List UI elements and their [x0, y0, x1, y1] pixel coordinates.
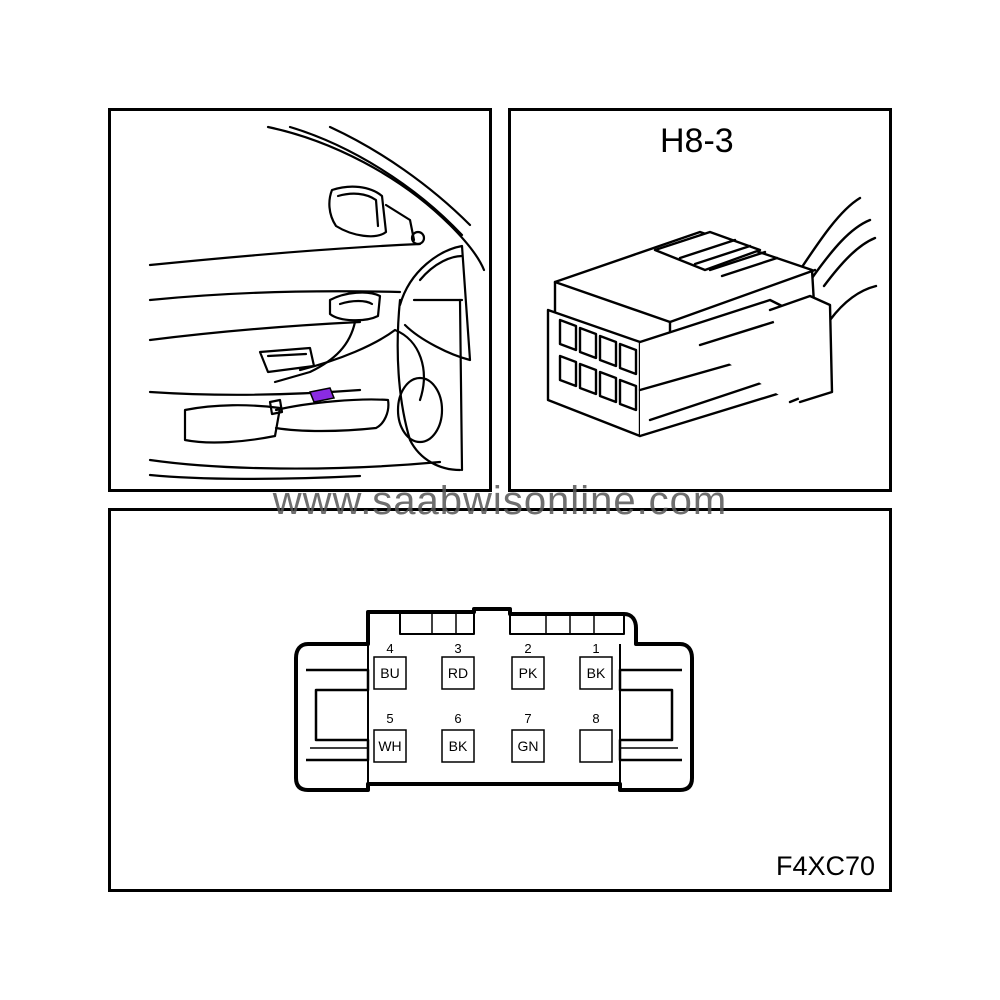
pin-6: 6BK — [441, 711, 475, 763]
connector-title: H8-3 — [660, 122, 734, 160]
pin-wire-color: BU — [380, 665, 399, 681]
pin-2: 2PK — [511, 641, 545, 690]
pin-3: 3RD — [441, 641, 475, 690]
pin-wire-color: PK — [519, 665, 538, 681]
pin-cavity — [441, 656, 475, 690]
pin-number: 7 — [524, 711, 531, 726]
pin-5: 5WH — [373, 711, 407, 763]
pin-cavity — [441, 729, 475, 763]
pin-number: 4 — [386, 641, 393, 656]
pin-cavity — [579, 729, 613, 763]
pin-wire-color: GN — [518, 738, 539, 754]
watermark: www.saabwisonline.com — [272, 479, 728, 523]
pin-wire-color: RD — [448, 665, 468, 681]
pin-7: 7GN — [511, 711, 545, 763]
pin-number: 6 — [454, 711, 461, 726]
pin-number: 8 — [592, 711, 599, 726]
pin-1: 1BK — [579, 641, 613, 690]
pin-wire-color: BK — [587, 665, 606, 681]
pin-number: 5 — [386, 711, 393, 726]
pin-wire-color: BK — [449, 738, 468, 754]
window-switch-highlight — [308, 387, 336, 403]
pin-cavity — [579, 656, 613, 690]
pin-number: 2 — [524, 641, 531, 656]
pin-8: 8 — [579, 711, 613, 763]
pin-number: 3 — [454, 641, 461, 656]
pin-4: 4BU — [373, 641, 407, 690]
pin-cavity — [373, 656, 407, 690]
pinout-panel — [108, 508, 892, 892]
pin-cavity — [511, 729, 545, 763]
pin-number: 1 — [592, 641, 599, 656]
figure-code: F4XC70 — [776, 851, 876, 881]
pin-cavity — [373, 729, 407, 763]
pin-wire-color: WH — [378, 738, 401, 754]
pin-cavity — [511, 656, 545, 690]
